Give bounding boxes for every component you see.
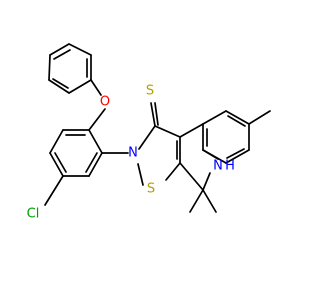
hydrogen-amine-label: H — [225, 159, 235, 174]
sulfur-thione-label: S — [146, 84, 154, 99]
oxygen-label: O — [100, 95, 110, 110]
nitrogen-ring-label: N — [128, 146, 138, 161]
nitrogen-amine-label: N — [213, 159, 223, 174]
bond-lines — [44, 43, 271, 213]
sulfur-ring-label: S — [147, 182, 155, 197]
chemical-structure-diagram: S O N S N H Cl — [27, 43, 271, 222]
chlorine-label: Cl — [27, 207, 40, 222]
atom-labels: S O N S N H Cl — [27, 84, 235, 222]
